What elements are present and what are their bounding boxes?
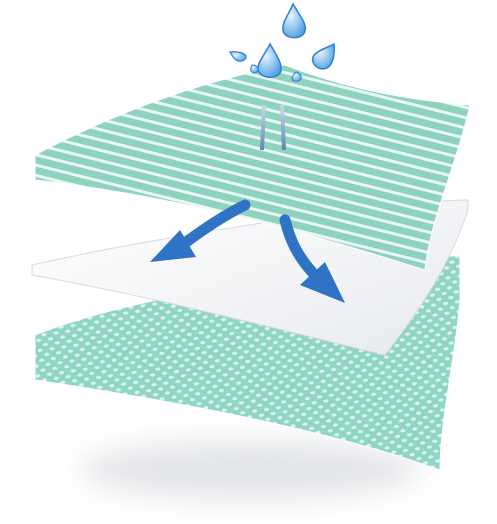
droplet-icon <box>313 44 335 69</box>
droplet-icon <box>283 4 305 38</box>
droplet-icon <box>258 44 281 77</box>
ground-shadow <box>80 440 420 500</box>
droplet-icon <box>251 65 258 73</box>
droplet-icon <box>230 52 246 61</box>
